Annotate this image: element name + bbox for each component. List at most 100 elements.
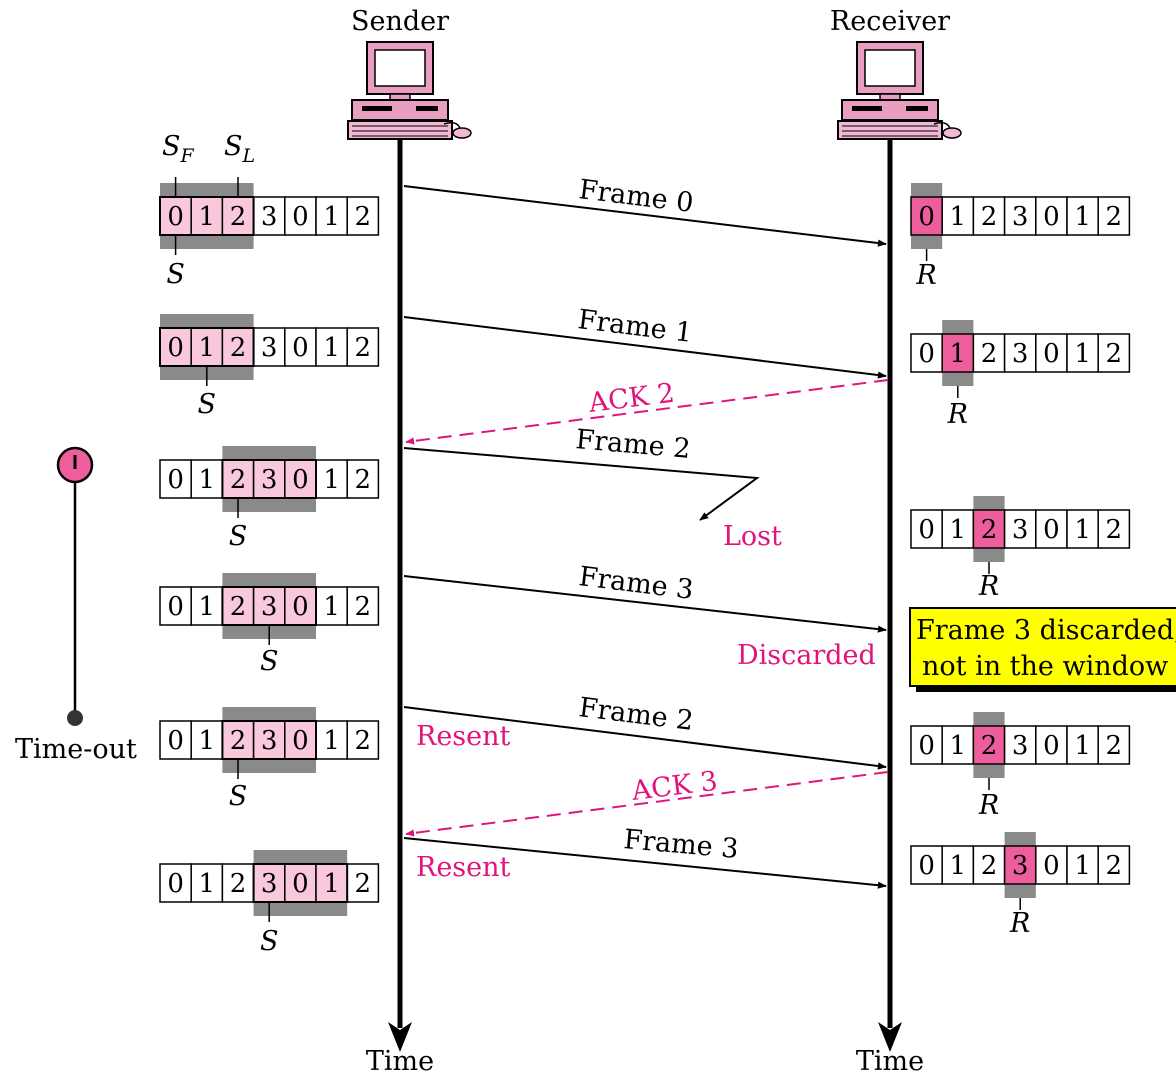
sender-sequence-cell-number: 3: [261, 592, 278, 622]
r-label: R: [978, 571, 999, 602]
receiver-sequence-cell-number: 2: [981, 515, 998, 545]
sender-sequence-cell: [284, 459, 317, 499]
sender-sequence-cell-number: 1: [199, 869, 216, 899]
timeout-dot: [67, 710, 83, 726]
sender-sequence-cell-number: 0: [167, 333, 184, 363]
sender-time-arrowhead: [388, 1022, 412, 1052]
receiver-sequence-cell: [910, 845, 943, 885]
sender-sequence-cell-number: 1: [323, 592, 340, 622]
discarded-label: Discarded: [737, 640, 876, 671]
sender-sequence-cell: [190, 459, 224, 499]
sender-sequence-cell: [159, 459, 192, 499]
receiver-label: Receiver: [830, 6, 950, 37]
sender-sequence-cell-number: 0: [292, 465, 309, 495]
sf-label: SF: [162, 131, 195, 167]
frame-1-label: Frame 1: [576, 304, 694, 349]
receiver-sequence-cell: [941, 845, 975, 885]
receiver-sequence-cell-number: 0: [918, 731, 935, 761]
sender-sequence-cell: [346, 586, 380, 626]
receiver-sequence-cell: [1097, 845, 1131, 885]
desktop-computer-icon: [347, 41, 472, 140]
sender-sequence-cell-number: 2: [230, 333, 247, 363]
sender-sequence-cell-number: 2: [355, 869, 372, 899]
sender-sequence-cell-number: 1: [199, 333, 216, 363]
sender-sequence-cell-number: 2: [230, 869, 247, 899]
sender-sequence-cell: [252, 586, 286, 626]
sender-sequence-cell: [221, 586, 255, 626]
receiver-sequence-cell-number: 0: [918, 515, 935, 545]
sender-sequence-cell-number: 2: [355, 465, 372, 495]
receiver-sequence-cell: [972, 845, 1006, 885]
sender-label: Sender: [351, 6, 449, 37]
sender-sequence-cell-number: 0: [292, 592, 309, 622]
sender-sequence-cell-number: 2: [230, 202, 247, 232]
s-label: S: [198, 389, 217, 420]
receiver-sequence-cell: [1097, 196, 1131, 236]
receiver-sequence-cell: [1066, 725, 1099, 765]
receiver-sequence-cell-number: 0: [918, 339, 935, 369]
r-label: R: [947, 399, 968, 430]
receiver-sequence-cell-number: 1: [1074, 339, 1091, 369]
receiver-sequence-cell: [1003, 509, 1037, 549]
sender-sequence-cell: [346, 196, 380, 236]
sl-label: SL: [224, 131, 255, 167]
receiver-sequence-cell-number: 1: [1074, 731, 1091, 761]
note-line-2: not in the window: [922, 651, 1168, 682]
sender-sequence-cell-number: 0: [292, 202, 309, 232]
sender-sequence-cell: [346, 459, 380, 499]
sender-sequence-cell: [159, 196, 192, 236]
receiver-sequence-cell-number: 2: [981, 339, 998, 369]
frame-2-label: Frame 2: [574, 424, 691, 465]
frame-0-arrow: [403, 185, 887, 247]
receiver-sequence-cell: [941, 196, 975, 236]
receiver-sequence-cell: [1035, 845, 1068, 885]
receiver-sequence-cell: [941, 725, 975, 765]
s-label: S: [229, 781, 248, 812]
sender-sequence-cell-number: 2: [355, 202, 372, 232]
sender-window-outline: [159, 196, 255, 236]
sender-sequence-cell-number: 1: [199, 202, 216, 232]
receiver-sequence-cell-number: 0: [1043, 202, 1060, 232]
receiver-sequence-cell-number: 3: [1012, 851, 1029, 881]
receiver-sequence-cell-number: 1: [950, 515, 967, 545]
resent-label-1: Resent: [416, 721, 511, 752]
desktop-computer-icon: [837, 41, 962, 140]
receiver-sequence-cell: [1066, 333, 1099, 373]
note-line-1: Frame 3 discarded,: [916, 615, 1176, 646]
sender-sequence-cell-number: 1: [323, 333, 340, 363]
receiver-sequence-cell-number: 3: [1012, 731, 1029, 761]
r-label: R: [1009, 908, 1030, 939]
sender-sequence-cell-number: 0: [292, 869, 309, 899]
frame-1-arrow: [403, 316, 887, 379]
frame-3-resent-arrow: [403, 837, 887, 889]
sender-time-label: Time: [366, 1046, 434, 1075]
sender-sequence-cell-number: 0: [167, 726, 184, 756]
sender-sequence-cell-number: 2: [230, 592, 247, 622]
sender-window-outline: [221, 459, 317, 499]
sender-window-outline: [221, 720, 317, 760]
sender-sequence-cell-number: 2: [355, 333, 372, 363]
receiver-sequence-cell-number: 3: [1012, 339, 1029, 369]
receiver-sequence-cell-number: 2: [1106, 202, 1123, 232]
ack-3-label: ACK 3: [629, 766, 719, 807]
s-label: S: [260, 646, 279, 677]
discard-note-box: [909, 607, 1176, 687]
sender-sequence-cell-number: 0: [167, 465, 184, 495]
receiver-sequence-cell-number: 2: [981, 851, 998, 881]
r-label: R: [978, 790, 999, 821]
sender-sequence-cell-number: 2: [230, 726, 247, 756]
sender-sequence-cell-number: 2: [355, 592, 372, 622]
sender-sequence-cell: [315, 863, 348, 903]
receiver-sequence-cell-number: 0: [918, 851, 935, 881]
sender-sequence-cell-number: 3: [261, 465, 278, 495]
receiver-sequence-cell: [1097, 509, 1131, 549]
